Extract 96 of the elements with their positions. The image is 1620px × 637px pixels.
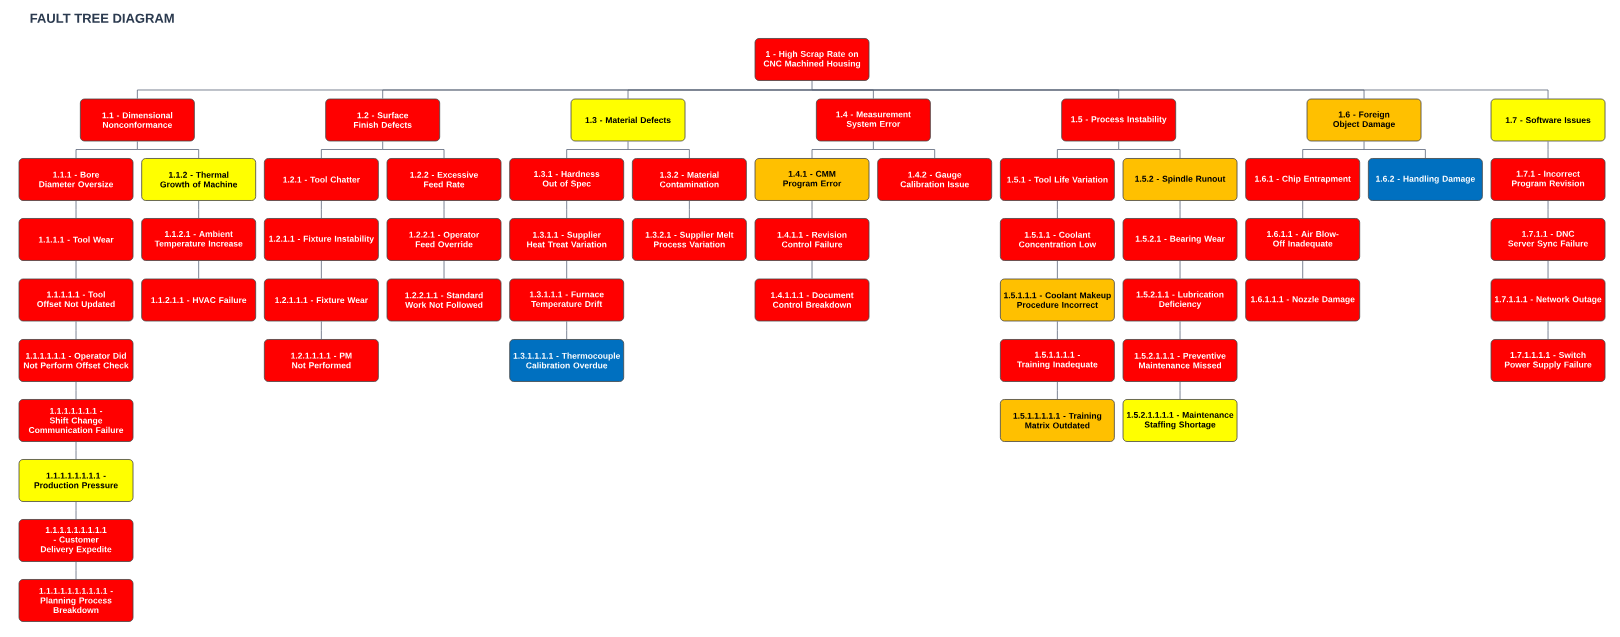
event-box: 1.1 - Dimensional Nonconformance [79, 98, 195, 142]
event-box: 1.6.1.1.1 - Nozzle Damage [1245, 278, 1361, 322]
event-box: 1.7.1.1 - DNC Server Sync Failure [1490, 218, 1606, 261]
event-box: 1.6 - Foreign Object Damage [1306, 98, 1422, 142]
event-box: 1.5.2.1 - Bearing Wear [1122, 218, 1238, 261]
event-box: 1 - High Scrap Rate on CNC Machined Housing [754, 38, 870, 81]
connector-line [1302, 260, 1304, 279]
connector-line [1547, 200, 1549, 219]
event-box: 1.4.1 - CMM Program Error [754, 158, 870, 201]
event-box: 1.1.1.1 - Tool Wear [18, 218, 134, 261]
connector-line [198, 260, 200, 279]
event-box: 1.3.2 - Material Contamination [631, 158, 747, 201]
event-box: 1.4.1.1.1 - Document Control Breakdown [754, 278, 870, 322]
event-box: 1.5.1.1.1.1 - Training Inadequate [999, 339, 1115, 382]
connector-line [443, 200, 445, 219]
connector-line [688, 200, 690, 219]
event-box: 1.5.2.1.1.1 - Preventive Maintenance Missed [1122, 339, 1238, 382]
event-box: 1.3.1 - Hardness Out of Spec [509, 158, 625, 201]
event-box: 1.4.1.1 - Revision Control Failure [754, 218, 870, 261]
event-box: 1.2.2.1 - Operator Feed Override [386, 218, 502, 261]
connector-line [1056, 141, 1181, 159]
connector-line [566, 141, 690, 159]
connector-line [198, 200, 200, 219]
event-box: 1.6.2 - Handling Damage [1367, 158, 1483, 201]
connector-line [443, 260, 445, 279]
connector-line [566, 200, 568, 219]
event-box: 1.2.1 - Tool Chatter [263, 158, 379, 201]
event-box: 1.5.1.1.1.1.1 - Training Matrix Outdated [999, 399, 1115, 442]
title: FAULT TREE DIAGRAM [30, 13, 174, 23]
connector-line [75, 260, 77, 279]
event-box: 1.1.1.1.1.1.1.1.1 - Customer Delivery Expedite [18, 519, 134, 562]
connector-line [1056, 321, 1058, 340]
event-box: 1.5.1.1.1 - Coolant Makeup Procedure Incorrect [999, 278, 1115, 322]
event-box: 1.1.1.1.1.1.1.1 - Production Pressure [18, 459, 134, 502]
connector-line [811, 260, 813, 279]
event-box: 1.1.2.1 - Ambient Temperature Increase [141, 218, 257, 261]
event-box: 1.1.2 - Thermal Growth of Machine [141, 158, 257, 201]
connector-line [320, 321, 322, 340]
event-box: 1.2.2.1.1 - Standard Work Not Followed [386, 278, 502, 322]
connector-line [75, 441, 77, 460]
connector-line [1302, 141, 1426, 159]
event-box: 1.1.1 - Bore Diameter Oversize [18, 158, 134, 201]
event-box: 1.5.1 - Tool Life Variation [999, 158, 1115, 201]
event-box: 1.1.1.1.1.1.1 - Shift Change Communication Failure [18, 399, 134, 442]
event-box: 1.4.2 - Gauge Calibration Issue [877, 158, 993, 201]
connector-line [75, 381, 77, 400]
event-box: 1.3.2.1 - Supplier Melt Process Variation [631, 218, 747, 261]
connector-line [566, 260, 568, 279]
event-box: 1.6.1.1 - Air Blow-Off Inadequate [1245, 218, 1361, 261]
connector-line [811, 200, 813, 219]
connector-line [811, 141, 936, 159]
connector-line [320, 260, 322, 279]
connector-line [136, 80, 1549, 99]
event-box: 1.1.1.1.1.1.1.1.1.1 - Planning Process Breakdown [18, 579, 134, 622]
connector-line [1547, 141, 1549, 159]
event-box: 1.5.2 - Spindle Runout [1122, 158, 1238, 201]
connector-line [1547, 260, 1549, 279]
event-box: 1.5 - Process Instability [1061, 98, 1177, 142]
event-box: 1.3.1.1.1.1 - Thermocouple Calibration Overdue [509, 339, 625, 382]
event-box: 1.3 - Material Defects [570, 98, 686, 142]
connector-line [75, 200, 77, 219]
connector-line [1056, 381, 1058, 400]
event-box: 1.6.1 - Chip Entrapment [1245, 158, 1361, 201]
connector-line [1056, 260, 1058, 279]
connector-line [320, 141, 445, 159]
event-box: 1.7 - Software Issues [1490, 98, 1606, 142]
event-box: 1.2.1.1 - Fixture Instability [263, 218, 379, 261]
event-box: 1.1.2.1.1 - HVAC Failure [141, 278, 257, 322]
event-box: 1.7.1.1.1 - Network Outage [1490, 278, 1606, 322]
event-box: 1.2.1.1.1.1 - PM Not Performed [263, 339, 379, 382]
connector-line [1056, 200, 1058, 219]
connector-line [1179, 321, 1181, 340]
connector-line [1179, 260, 1181, 279]
event-box: 1.1.1.1.1 - Tool Offset Not Updated [18, 278, 134, 322]
event-box: 1.5.2.1.1 - Lubrication Deficiency [1122, 278, 1238, 322]
connector-line [320, 200, 322, 219]
connector-line [566, 321, 568, 340]
connector-line [75, 141, 200, 159]
connector-line [75, 561, 77, 580]
event-box: 1.5.2.1.1.1.1 - Maintenance Staffing Shortage [1122, 399, 1238, 442]
event-box: 1.5.1.1 - Coolant Concentration Low [999, 218, 1115, 261]
event-box: 1.7.1 - Incorrect Program Revision [1490, 158, 1606, 201]
event-box: 1.2.1.1.1 - Fixture Wear [263, 278, 379, 322]
event-box: 1.4 - Measurement System Error [815, 98, 931, 142]
event-box: 1.7.1.1.1.1 - Switch Power Supply Failure [1490, 339, 1606, 382]
event-box: 1.3.1.1 - Supplier Heat Treat Variation [509, 218, 625, 261]
event-box: 1.2 - Surface Finish Defects [325, 98, 441, 142]
event-box: 1.1.1.1.1.1 - Operator Did Not Perform Offset Check [18, 339, 134, 382]
connector-line [1179, 200, 1181, 219]
event-box: 1.3.1.1.1 - Furnace Temperature Drift [509, 278, 625, 322]
connector-line [1179, 381, 1181, 400]
connector-line [75, 321, 77, 340]
connector-line [1302, 200, 1304, 219]
connector-line [75, 501, 77, 520]
event-box: 1.2.2 - Excessive Feed Rate [386, 158, 502, 201]
connector-line [1547, 321, 1549, 340]
